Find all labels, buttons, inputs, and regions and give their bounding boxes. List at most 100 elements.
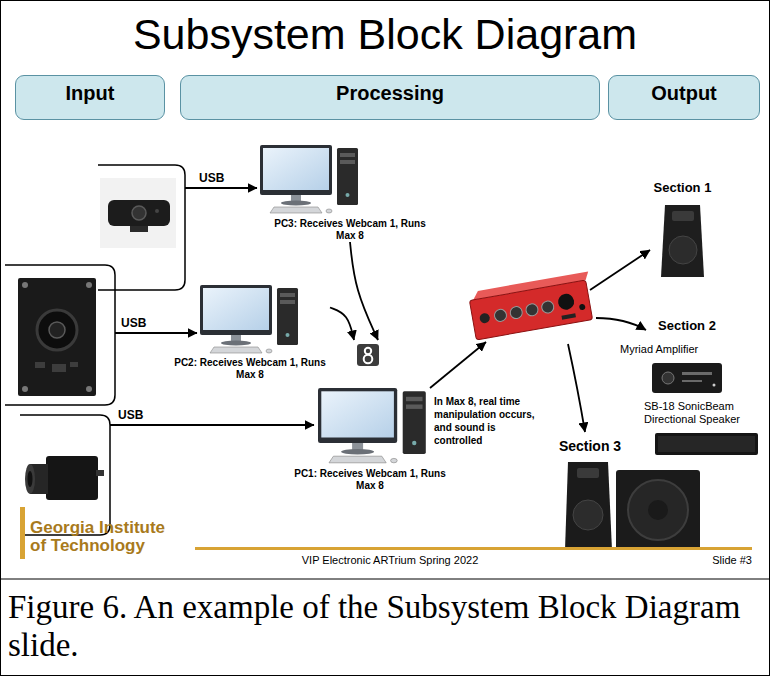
webcam-box-photo xyxy=(25,456,104,500)
computer-node: PC1: Receives Webcam 1, Runs Max 8 xyxy=(290,340,450,492)
directional-speaker-photo-part xyxy=(655,433,758,455)
node-text: SB-18 SonicBeam Directional Speaker xyxy=(644,400,762,426)
pa-speakers-photo xyxy=(565,462,700,550)
webcam-board-photo-part xyxy=(22,386,28,392)
audio-interface-photo-part xyxy=(525,303,539,317)
note-text-holder: In Max 8, real time manipulation occurs,… xyxy=(434,395,542,447)
pa-speakers-photo-part xyxy=(573,500,603,530)
computer-icon xyxy=(200,285,298,353)
speaker-section: Section 3 xyxy=(550,438,630,553)
directional-speaker-photo-part xyxy=(658,436,755,452)
webcam-box-photo-part xyxy=(96,470,104,476)
max-logo-part xyxy=(364,355,373,364)
speaker-arrow xyxy=(568,250,650,432)
port-label-holder: USB xyxy=(199,171,239,185)
slide-number-holder: Slide #3 xyxy=(690,554,752,567)
connector-arrow xyxy=(330,308,354,341)
node-heading: Output xyxy=(615,81,753,105)
pa-speakers-photo-part xyxy=(577,468,599,478)
audio-interface-photo-part xyxy=(561,313,575,319)
max-logo-part xyxy=(357,344,379,366)
logo-text: Georgia Institute of Technology xyxy=(30,519,180,555)
node-heading: Section 2 xyxy=(612,318,762,334)
amplifier-photo-part xyxy=(713,384,716,387)
speaker-arrow-part xyxy=(596,318,646,330)
node-heading: Input xyxy=(22,81,158,105)
max-logo xyxy=(357,344,379,366)
webcam-board-photo-part xyxy=(35,362,45,368)
webcam-board-photo-part xyxy=(22,282,28,288)
webcam-photo-part xyxy=(132,206,146,220)
node-heading: PC1: Receives Webcam 1, Runs Max 8 xyxy=(290,468,450,492)
webcam-board-photo-part xyxy=(86,282,92,288)
audio-interface-photo-part xyxy=(579,304,586,311)
pa-speakers-photo-part xyxy=(628,480,688,540)
column-header: Input xyxy=(15,75,165,120)
column-header: Processing xyxy=(180,75,600,120)
pa-speakers-photo-part xyxy=(648,500,668,520)
slide-title-holder: Subsystem Block Diagram xyxy=(0,8,770,60)
port-label-holder: USB xyxy=(121,316,161,330)
amplifier-photo xyxy=(652,363,722,393)
audio-interface-photo-part xyxy=(509,306,523,320)
figure-caption: Figure 6. An example of the Subsystem Bl… xyxy=(8,588,763,664)
webcam-board-photo-part xyxy=(86,386,92,392)
footer-rule-part xyxy=(20,507,25,559)
slide-number: Slide #3 xyxy=(690,554,752,567)
computer-node: PC3: Receives Webcam 1, Runs Max 8 xyxy=(270,140,430,242)
directional-speaker-photo xyxy=(655,433,758,455)
port-label: USB xyxy=(199,171,239,185)
webcam-photo-part xyxy=(108,200,170,226)
amplifier-photo-part xyxy=(682,372,712,375)
node-heading: Section 3 xyxy=(550,438,630,455)
loudspeaker-photo-part xyxy=(672,211,694,221)
footer-text: VIP Electronic ARTrium Spring 2022 xyxy=(230,554,550,567)
audio-interface-photo-part xyxy=(494,308,508,322)
audio-interface-photo-part xyxy=(469,280,592,340)
webcam-box-photo-part xyxy=(28,471,33,487)
bracket xyxy=(98,165,185,290)
pa-speakers-photo-part xyxy=(565,462,612,550)
note-text: In Max 8, real time manipulation occurs,… xyxy=(434,395,542,447)
node-heading: Processing xyxy=(187,81,593,105)
usb-arrow-part xyxy=(110,424,314,426)
port-label: USB xyxy=(118,408,158,422)
loudspeaker-photo-part xyxy=(669,236,697,264)
node-heading: Section 1 xyxy=(640,180,725,196)
speaker-section: Section 2 Myriad AmplifierSB-18 SonicBeam… xyxy=(612,318,762,458)
port-label-holder: USB xyxy=(118,408,158,422)
audio-interface-photo-part xyxy=(541,300,555,314)
pa-speakers-photo-part xyxy=(616,470,700,550)
webcam-photo-part xyxy=(155,209,159,213)
webcam-photo-part xyxy=(100,178,176,248)
bracket xyxy=(5,265,115,405)
speaker-section: Section 1 xyxy=(640,180,725,280)
computer-icon xyxy=(318,388,426,463)
port-label: USB xyxy=(121,316,161,330)
node-text: Myriad Amplifier xyxy=(620,343,762,356)
webcam-box-photo-part xyxy=(25,464,35,494)
footer-rule-part xyxy=(195,547,752,550)
amplifier-photo-part xyxy=(652,363,722,393)
webcam-board-photo-part xyxy=(18,278,96,396)
webcam-board-photo-part xyxy=(49,322,65,338)
webcam-photo-part xyxy=(130,226,148,232)
slide-frame-part xyxy=(0,579,770,580)
node-heading: PC2: Receives Webcam 1, Runs Max 8 xyxy=(170,357,330,381)
column-header: Output xyxy=(608,75,760,120)
webcam-board-photo-part xyxy=(37,310,77,350)
speaker-arrow-part xyxy=(568,344,585,432)
footer-text-holder: VIP Electronic ARTrium Spring 2022 xyxy=(230,554,550,567)
amplifier-photo-part xyxy=(682,380,702,382)
slide-title: Subsystem Block Diagram xyxy=(0,8,770,60)
audio-arrow xyxy=(430,342,486,388)
webcam-board-photo-part xyxy=(52,364,66,372)
connector-group xyxy=(330,242,378,340)
node-heading: PC3: Receives Webcam 1, Runs Max 8 xyxy=(270,218,430,242)
webcam-board-photo xyxy=(18,278,96,396)
audio-interface-photo xyxy=(468,271,596,339)
loudspeaker-photo-part xyxy=(661,205,704,277)
